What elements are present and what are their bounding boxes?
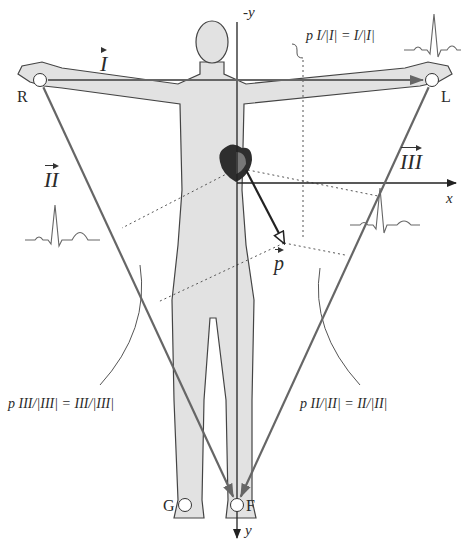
electrode-label: R — [17, 88, 28, 106]
electrode-label: G — [163, 497, 175, 515]
projection-formula: p I/|I| = I/|I| — [306, 28, 375, 43]
lead-label: I — [100, 46, 107, 76]
axis-label: y — [245, 522, 252, 539]
electrode-label: L — [441, 88, 451, 106]
vector-label: p — [274, 246, 284, 274]
body-silhouette — [18, 62, 452, 518]
electrode: F — [230, 498, 244, 512]
lead-line — [43, 87, 233, 497]
lead-label: III — [400, 144, 422, 174]
dipole-vector — [246, 170, 284, 243]
lead-line — [48, 79, 423, 81]
electrode-label: F — [246, 497, 255, 515]
heart-symbol — [219, 144, 252, 182]
lead-label: II — [44, 162, 59, 192]
axis-label: -y — [243, 4, 255, 21]
lead-line — [241, 87, 429, 497]
projection-formula: p II/|II| = II/|II| — [300, 396, 387, 411]
projection-formula: p III/|III| = III/|III| — [8, 396, 114, 411]
electrode: R — [33, 73, 47, 87]
ecg-traces — [25, 14, 461, 246]
y-axis — [236, 22, 237, 538]
head — [196, 21, 228, 63]
x-axis — [237, 182, 456, 183]
axis-label: x — [446, 190, 453, 207]
dotted-projections — [122, 60, 378, 302]
electrode: L — [425, 73, 439, 87]
electrode: G — [178, 498, 192, 512]
projection-arcs — [100, 44, 360, 385]
